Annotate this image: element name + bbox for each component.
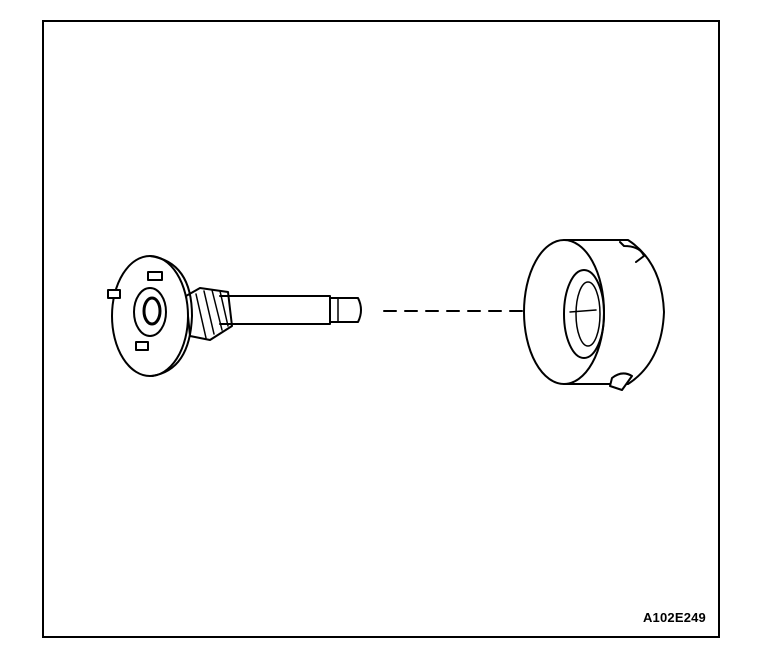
drum-inner-recess <box>563 269 605 359</box>
shaft-body <box>219 295 362 325</box>
drum-lug-top <box>619 241 645 263</box>
figure-frame <box>42 20 720 638</box>
flange-tab-top <box>147 271 163 281</box>
drum-housing <box>523 239 665 391</box>
flange-tab-left <box>107 289 121 299</box>
flange-bore <box>142 296 162 326</box>
gear-tooth <box>219 290 229 327</box>
flange-shaft-assembly <box>107 255 362 377</box>
drum-inner-ring <box>575 281 601 347</box>
flange-rim <box>149 255 193 377</box>
drum-lug-bottom <box>609 372 633 391</box>
flange-tab-bottom <box>135 341 149 351</box>
gear-tooth <box>211 289 223 331</box>
drum-inner-mark <box>569 309 597 313</box>
figure-id-label: A102E249 <box>642 610 706 625</box>
gear-tooth <box>203 290 215 335</box>
gear-tooth <box>195 293 207 339</box>
